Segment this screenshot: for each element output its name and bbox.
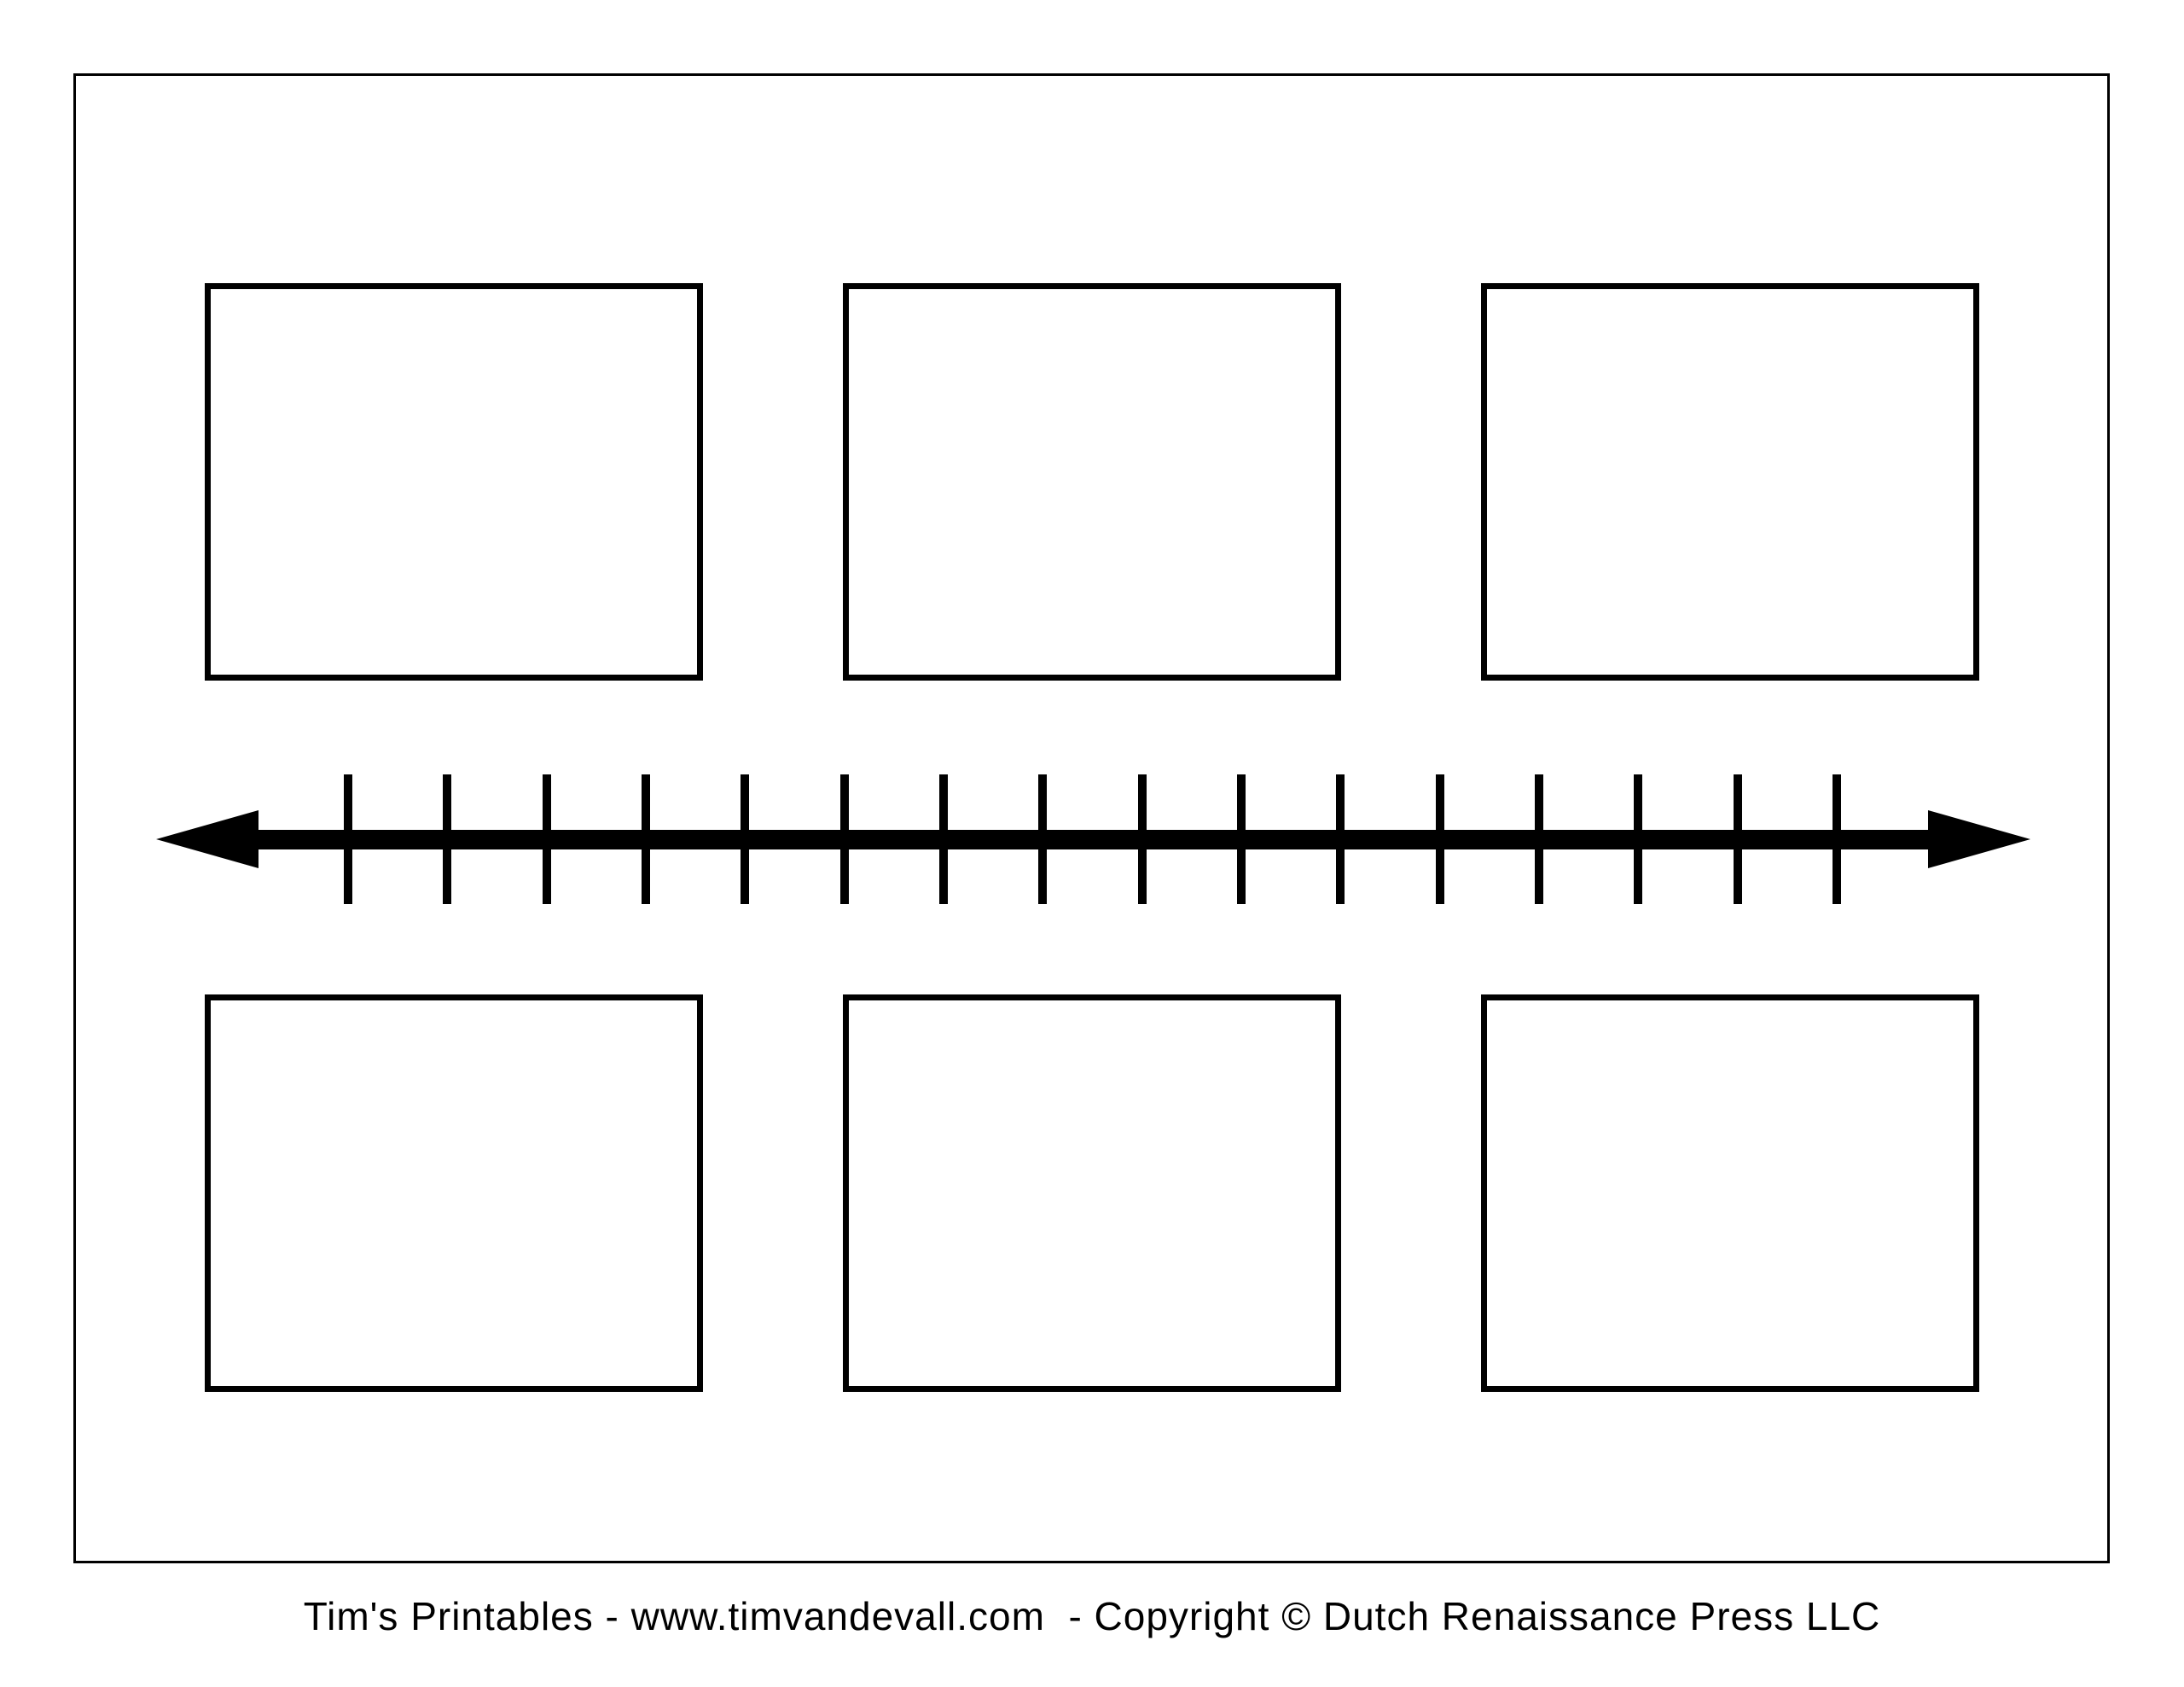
footer-credit: Tim's Printables - www.timvandevall.com … xyxy=(303,1594,1881,1638)
event-box-top-3 xyxy=(1481,283,1979,681)
event-box-top-2 xyxy=(843,283,1341,681)
event-box-bottom-3 xyxy=(1481,994,1979,1392)
event-box-bottom-1 xyxy=(205,994,703,1392)
event-box-bottom-2 xyxy=(843,994,1341,1392)
event-box-top-1 xyxy=(205,283,703,681)
event-box-row-bottom xyxy=(205,994,1979,1392)
event-box-row-top xyxy=(205,283,1979,681)
